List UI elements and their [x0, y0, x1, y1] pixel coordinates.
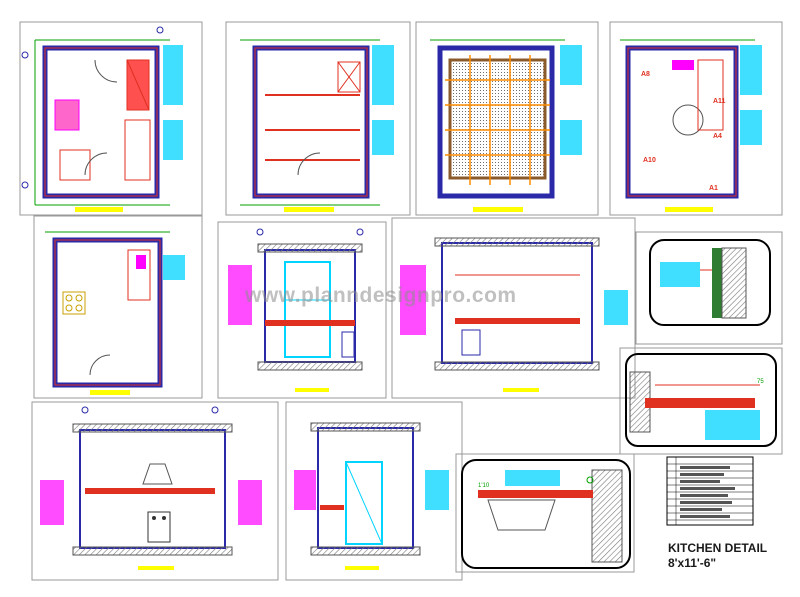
sheet-size: 8'x11'-6"	[668, 556, 717, 570]
plan-tag: A1	[709, 185, 718, 192]
elevation-2	[391, 217, 636, 399]
legend-table	[666, 456, 754, 526]
detail-wall-section	[635, 231, 783, 345]
elevation-1	[217, 221, 387, 399]
floor-plan-3	[415, 21, 599, 216]
plan-tag: A4	[713, 133, 722, 140]
plan-tag: A11	[713, 98, 726, 105]
floor-plan-4	[609, 21, 783, 216]
detail-tag: 1'10	[478, 483, 490, 489]
plan-tag: A10	[643, 157, 656, 164]
watermark: www.planndesignpro.com	[245, 284, 517, 307]
detail-counter-section: 75	[619, 347, 783, 455]
floor-plan-5	[33, 215, 203, 399]
elevation-3	[31, 401, 279, 581]
floor-plan-2	[225, 21, 411, 216]
detail-tag: 75	[757, 379, 764, 385]
floor-plan-1	[19, 21, 203, 216]
sheet-title: KITCHEN DETAIL	[668, 541, 768, 555]
plan-tag-group: A8 A11 A4 A10 A1	[641, 71, 726, 192]
elevation-4	[285, 401, 463, 581]
plan-tag: A8	[641, 71, 650, 78]
detail-sink-section: 1'10	[455, 453, 635, 573]
